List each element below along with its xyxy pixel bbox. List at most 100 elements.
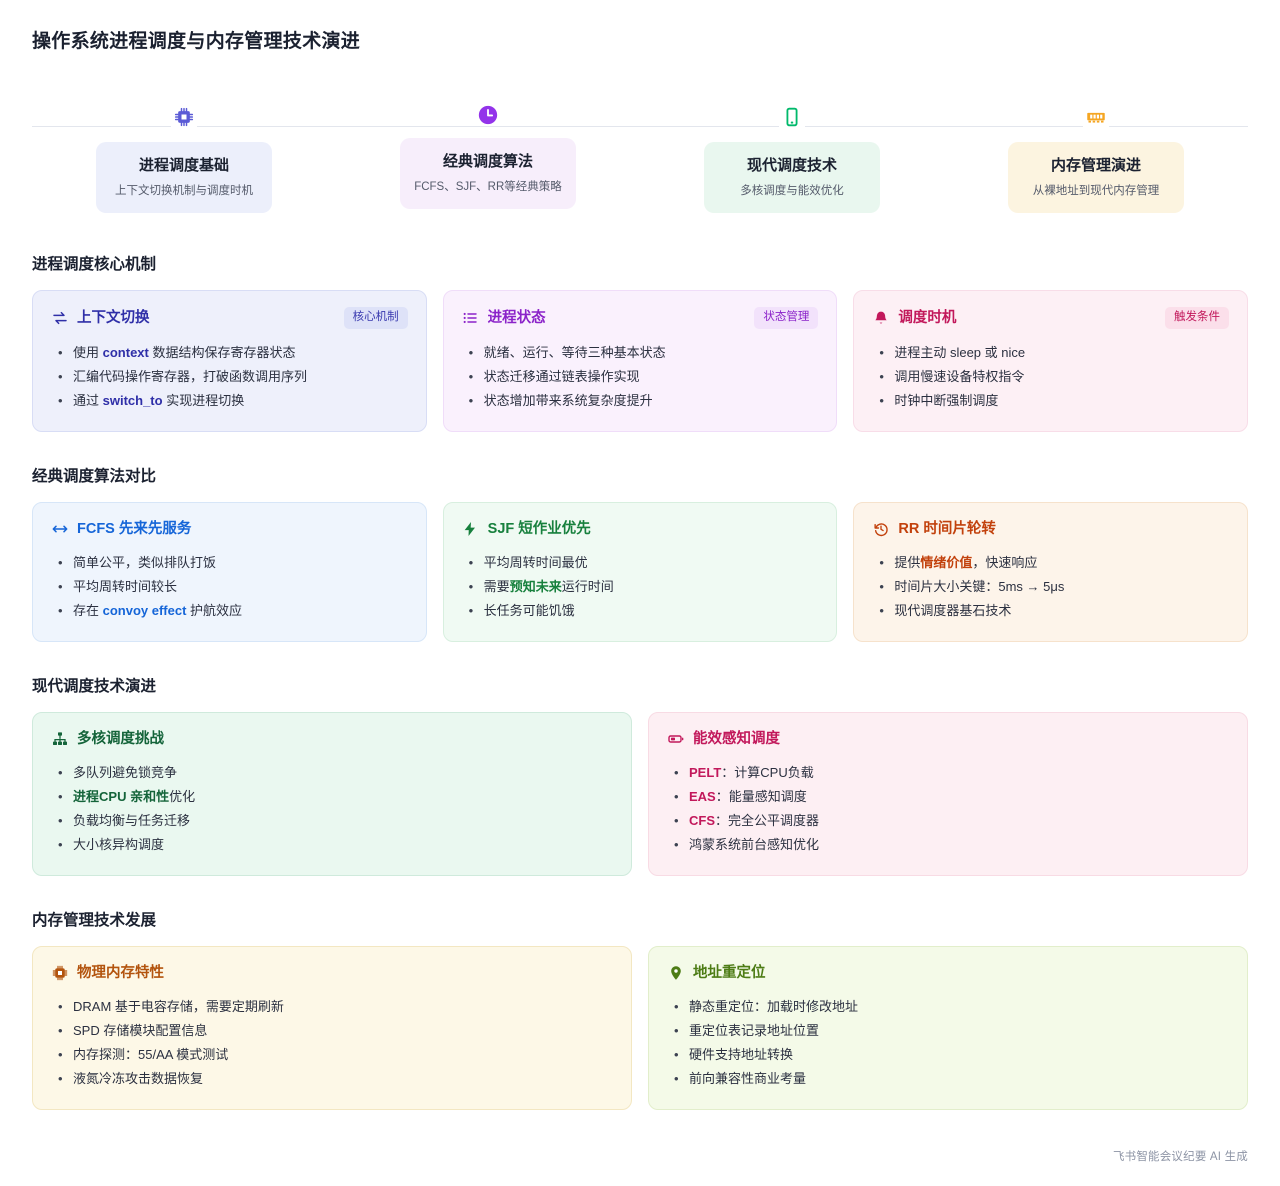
bullet-item: 就绪、运行、等待三种基本状态 [469, 341, 819, 365]
bullet-item: 前向兼容性商业考量 [674, 1067, 1229, 1091]
card-header: FCFS 先来先服务 [51, 519, 408, 539]
stepper-card-subtitle: 多核调度与能效优化 [740, 185, 844, 197]
bullet-item: 鸿蒙系统前台感知优化 [674, 833, 1229, 857]
info-card[interactable]: 多核调度挑战多队列避免锁竞争进程CPU 亲和性优化负载均衡与任务迁移大小核异构调… [32, 712, 632, 876]
info-card[interactable]: 能效感知调度 PELT：计算CPU负载EAS：能量感知调度CFS：完全公平调度器鸿… [648, 712, 1248, 876]
card-bullet-list: 简单公平，类似排队打饭平均周转时间较长存在 convoy effect 护航效应 [51, 551, 408, 623]
stepper-card-1[interactable]: 进程调度基础上下文切换机制与调度时机 [96, 142, 272, 213]
card-row: 上下文切换核心机制使用 context 数据结构保存寄存器状态汇编代码操作寄存器… [32, 290, 1249, 432]
bullet-item: EAS：能量感知调度 [674, 785, 1229, 809]
card-bullet-list: PELT：计算CPU负载EAS：能量感知调度CFS：完全公平调度器鸿蒙系统前台感… [667, 761, 1229, 857]
info-card[interactable]: 调度时机触发条件进程主动 sleep 或 nice调用慢速设备特权指令时钟中断强… [853, 290, 1249, 432]
bullet-item: 通过 switch_to 实现进程切换 [58, 389, 408, 413]
info-card[interactable]: SJF 短作业优先平均周转时间最优需要预知未来运行时间长任务可能饥饿 [442, 502, 838, 642]
bullet-item: PELT：计算CPU负载 [674, 761, 1229, 785]
smartphone-icon [779, 104, 805, 130]
info-card[interactable]: FCFS 先来先服务简单公平，类似排队打饭平均周转时间较长存在 convoy e… [32, 502, 427, 642]
stepper-step-4[interactable]: 内存管理演进从裸地址到现代内存管理 [944, 104, 1248, 213]
card-header: 能效感知调度 [667, 729, 1229, 749]
card-title: SJF 短作业优先 [487, 521, 591, 537]
card-title: 物理内存特性 [77, 965, 164, 981]
bullet-item: CFS：完全公平调度器 [674, 809, 1229, 833]
card-header: 地址重定位 [667, 963, 1229, 983]
stepper-step-1[interactable]: 进程调度基础上下文切换机制与调度时机 [32, 104, 336, 213]
bullet-item: 内存探测：55/AA 模式测试 [58, 1043, 613, 1067]
stepper-card-3[interactable]: 现代调度技术多核调度与能效优化 [704, 142, 880, 213]
bullet-item: 负载均衡与任务迁移 [58, 809, 613, 833]
info-card[interactable]: RR 时间片轮转提供情绪价值，快速响应时间片大小关键：5ms → 5μs现代调度… [853, 502, 1249, 642]
card-bullet-list: 静态重定位：加载时修改地址重定位表记录地址位置硬件支持地址转换前向兼容性商业考量 [667, 995, 1229, 1091]
card-title: 进程状态 [487, 310, 546, 326]
bullet-item: DRAM 基于电容存储，需要定期刷新 [58, 995, 613, 1019]
bullet-item: 简单公平，类似排队打饭 [58, 551, 408, 575]
map-pin-icon [667, 965, 684, 982]
bullet-item: 液氮冷冻攻击数据恢复 [58, 1067, 613, 1091]
section-title: 现代调度技术演进 [32, 678, 157, 695]
card-header-left: 多核调度挑战 [51, 729, 164, 749]
footer-credit: 飞书智能会议纪要 AI 生成 [1112, 1151, 1248, 1163]
card-bullet-list: 就绪、运行、等待三种基本状态状态迁移通过链表操作实现状态增加带来系统复杂度提升 [462, 341, 819, 413]
bullet-item: 使用 context 数据结构保存寄存器状态 [58, 341, 408, 365]
bullet-item: 调用慢速设备特权指令 [879, 365, 1229, 389]
card-title: FCFS 先来先服务 [77, 521, 192, 537]
stepper-card-subtitle: 从裸地址到现代内存管理 [1032, 185, 1160, 197]
card-header-left: 物理内存特性 [51, 963, 164, 983]
card-header-left: FCFS 先来先服务 [51, 519, 191, 539]
card-title: 调度时机 [898, 310, 957, 326]
section-title: 进程调度核心机制 [32, 256, 157, 273]
info-card[interactable]: 上下文切换核心机制使用 context 数据结构保存寄存器状态汇编代码操作寄存器… [32, 290, 427, 432]
bell-icon [872, 310, 889, 327]
info-card[interactable]: 地址重定位静态重定位：加载时修改地址重定位表记录地址位置硬件支持地址转换前向兼容… [648, 946, 1248, 1110]
stepper-card-title: 现代调度技术 [746, 157, 837, 174]
stepper-connector-line [32, 126, 1248, 127]
stepper-card-title: 进程调度基础 [138, 157, 229, 174]
bullet-item: 状态增加带来系统复杂度提升 [469, 389, 819, 413]
card-row: FCFS 先来先服务简单公平，类似排队打饭平均周转时间较长存在 convoy e… [32, 502, 1249, 642]
bullet-item: 多队列避免锁竞争 [58, 761, 613, 785]
bullet-item: 平均周转时间较长 [58, 575, 408, 599]
card-badge: 状态管理 [754, 307, 819, 329]
list-icon [462, 310, 479, 327]
bullet-item: 需要预知未来运行时间 [469, 575, 819, 599]
battery-icon [667, 731, 684, 748]
bullet-item: 静态重定位：加载时修改地址 [674, 995, 1229, 1019]
stepper-card-title: 内存管理演进 [1050, 157, 1141, 174]
exchange-arrows-icon [51, 310, 68, 327]
card-header: 多核调度挑战 [51, 729, 613, 749]
sections-container: 进程调度核心机制上下文切换核心机制使用 context 数据结构保存寄存器状态汇… [32, 254, 1249, 1110]
info-card[interactable]: 进程状态 状态管理就绪、运行、等待三种基本状态状态迁移通过链表操作实现状态增加带来… [442, 290, 838, 432]
card-header: RR 时间片轮转 [872, 519, 1229, 539]
card-bullet-list: 多队列避免锁竞争进程CPU 亲和性优化负载均衡与任务迁移大小核异构调度 [51, 761, 613, 857]
card-header-left: 进程状态 [462, 308, 546, 328]
card-bullet-list: 平均周转时间最优需要预知未来运行时间长任务可能饥饿 [462, 551, 819, 623]
info-card[interactable]: 物理内存特性 DRAM 基于电容存储，需要定期刷新SPD 存储模块配置信息内存探测… [32, 946, 632, 1110]
bullet-item: 汇编代码操作寄存器，打破函数调用序列 [58, 365, 408, 389]
card-header-left: SJF 短作业优先 [462, 519, 591, 539]
card-bullet-list: 进程主动 sleep 或 nice调用慢速设备特权指令时钟中断强制调度 [872, 341, 1229, 413]
section-3: 现代调度技术演进多核调度挑战多队列避免锁竞争进程CPU 亲和性优化负载均衡与任务… [32, 676, 1248, 876]
card-bullet-list: DRAM 基于电容存储，需要定期刷新SPD 存储模块配置信息内存探测：55/AA… [51, 995, 613, 1091]
section-1: 进程调度核心机制上下文切换核心机制使用 context 数据结构保存寄存器状态汇… [32, 254, 1249, 432]
card-title: 能效感知调度 [693, 731, 780, 747]
stepper-card-title: 经典调度算法 [442, 153, 533, 170]
bullet-item: 时间片大小关键：5ms → 5μs [879, 575, 1229, 599]
card-title: RR 时间片轮转 [898, 521, 996, 537]
card-bullet-list: 使用 context 数据结构保存寄存器状态汇编代码操作寄存器，打破函数调用序列… [51, 341, 408, 413]
left-right-arrow-icon [51, 521, 68, 538]
section-4: 内存管理技术发展物理内存特性DRAM 基于电容存储，需要定期刷新SPD 存储模块… [32, 910, 1248, 1110]
card-header-left: RR 时间片轮转 [872, 519, 996, 539]
card-header: SJF 短作业优先 [462, 519, 819, 539]
stepper-step-3[interactable]: 现代调度技术多核调度与能效优化 [640, 104, 944, 213]
card-title: 多核调度挑战 [77, 731, 164, 747]
cpu-chip-icon [171, 104, 197, 130]
card-header-left: 上下文切换 [51, 308, 150, 328]
cpu-chip-icon [51, 965, 68, 982]
card-header: 进程状态 状态管理 [462, 307, 819, 329]
stepper-card-4[interactable]: 内存管理演进从裸地址到现代内存管理 [1008, 142, 1184, 213]
card-header: 调度时机触发条件 [872, 307, 1230, 329]
bullet-item: 平均周转时间最优 [469, 551, 819, 575]
